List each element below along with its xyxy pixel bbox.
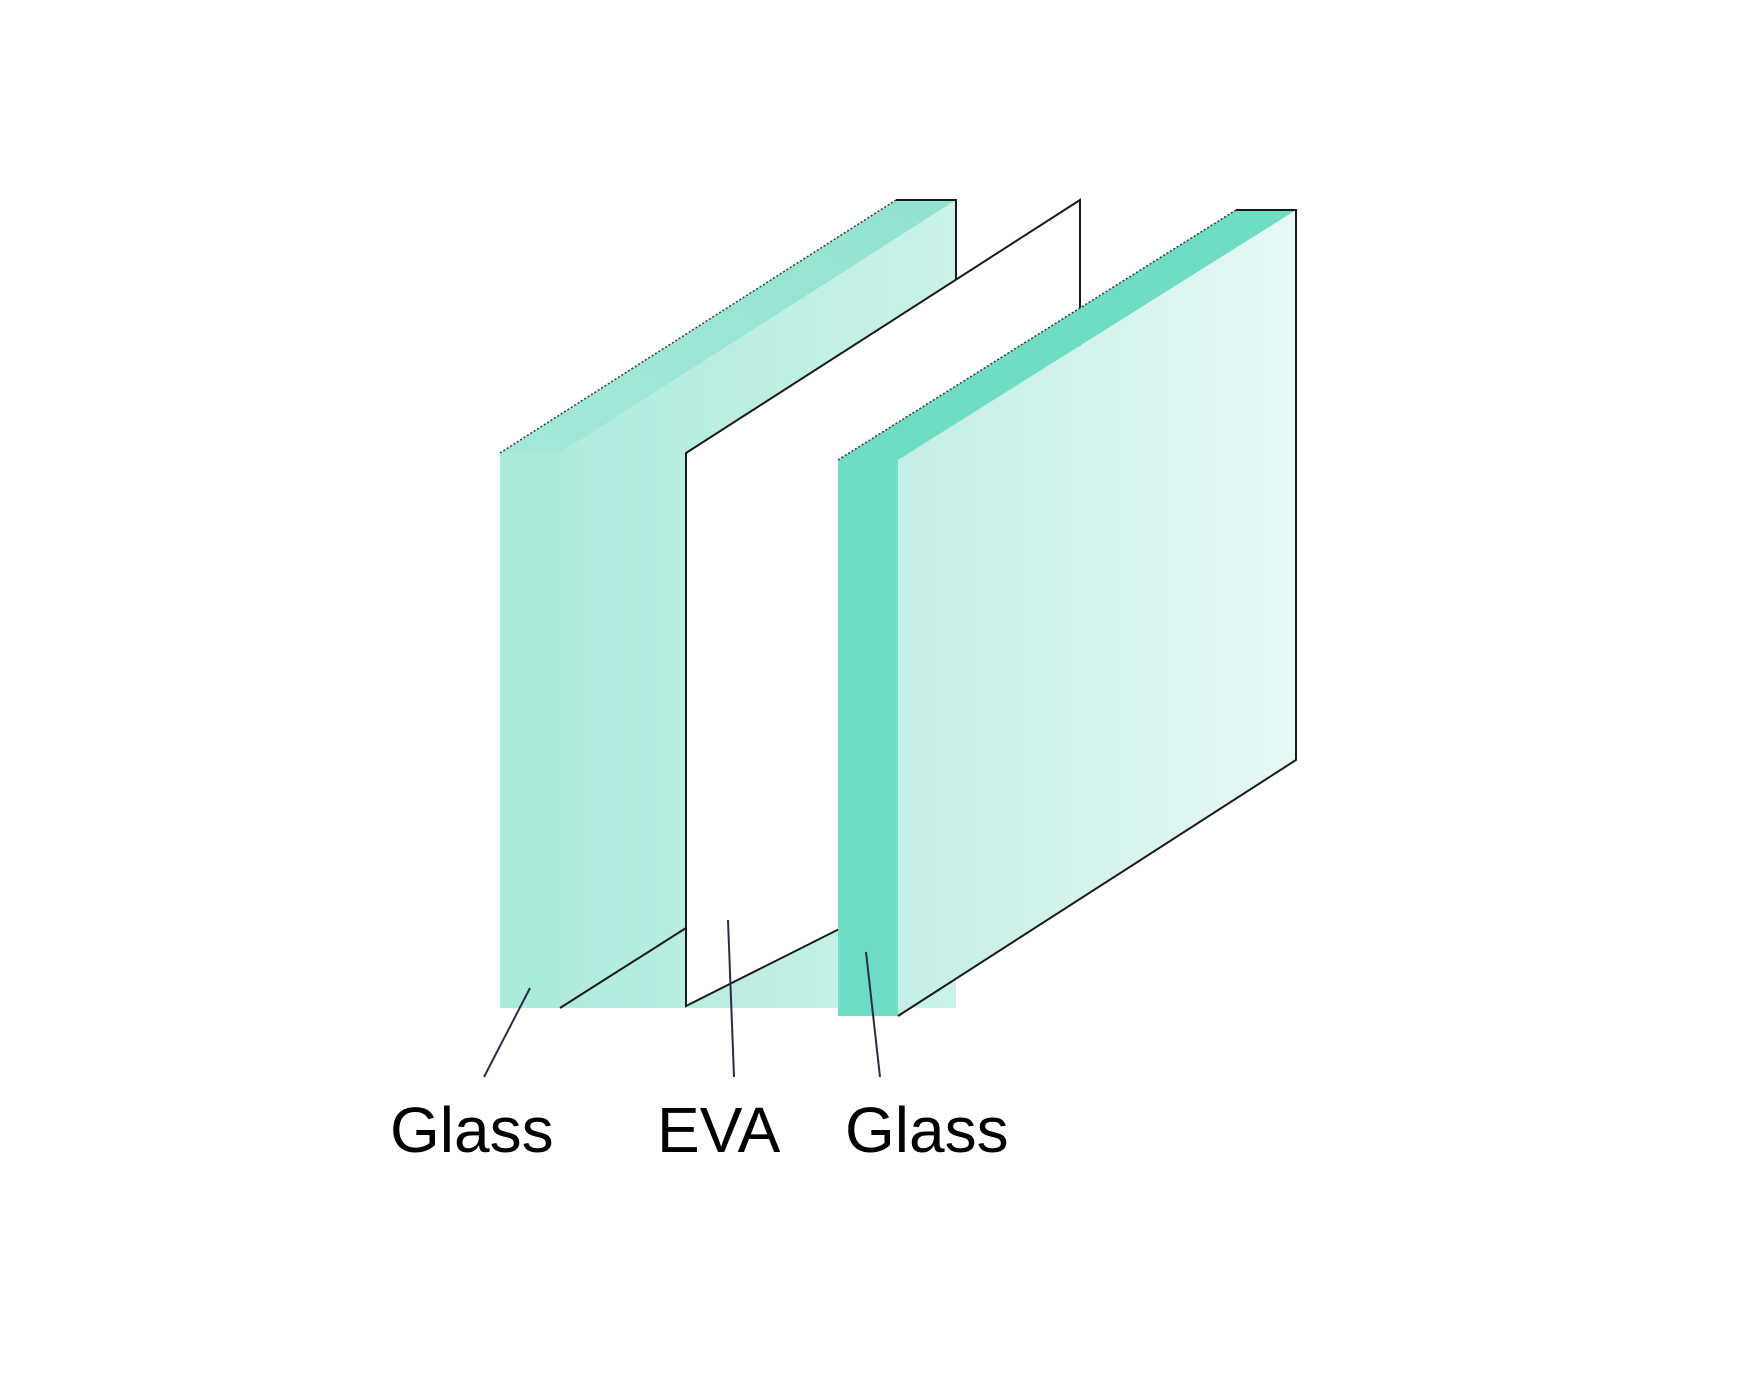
leader-line-glass-left	[483, 987, 531, 1078]
label-eva: EVA	[657, 1094, 781, 1166]
glass-left-edge	[500, 453, 560, 1008]
label-glass-left: Glass	[390, 1094, 554, 1166]
leader-line-eva	[727, 919, 735, 1078]
glass-pane-right	[837, 209, 1297, 1017]
glass-right-edge	[838, 460, 898, 1016]
label-glass-right: Glass	[845, 1094, 1009, 1166]
glass-right-top	[838, 210, 1296, 460]
leader-line-glass-right	[865, 951, 881, 1078]
glass-left-bottom-edge	[559, 927, 687, 1009]
glass-left-back-outline	[896, 199, 957, 280]
glass-left-top	[500, 200, 956, 453]
glass-right-back-outline	[897, 209, 1297, 1017]
glass-right-face	[898, 210, 1296, 1016]
